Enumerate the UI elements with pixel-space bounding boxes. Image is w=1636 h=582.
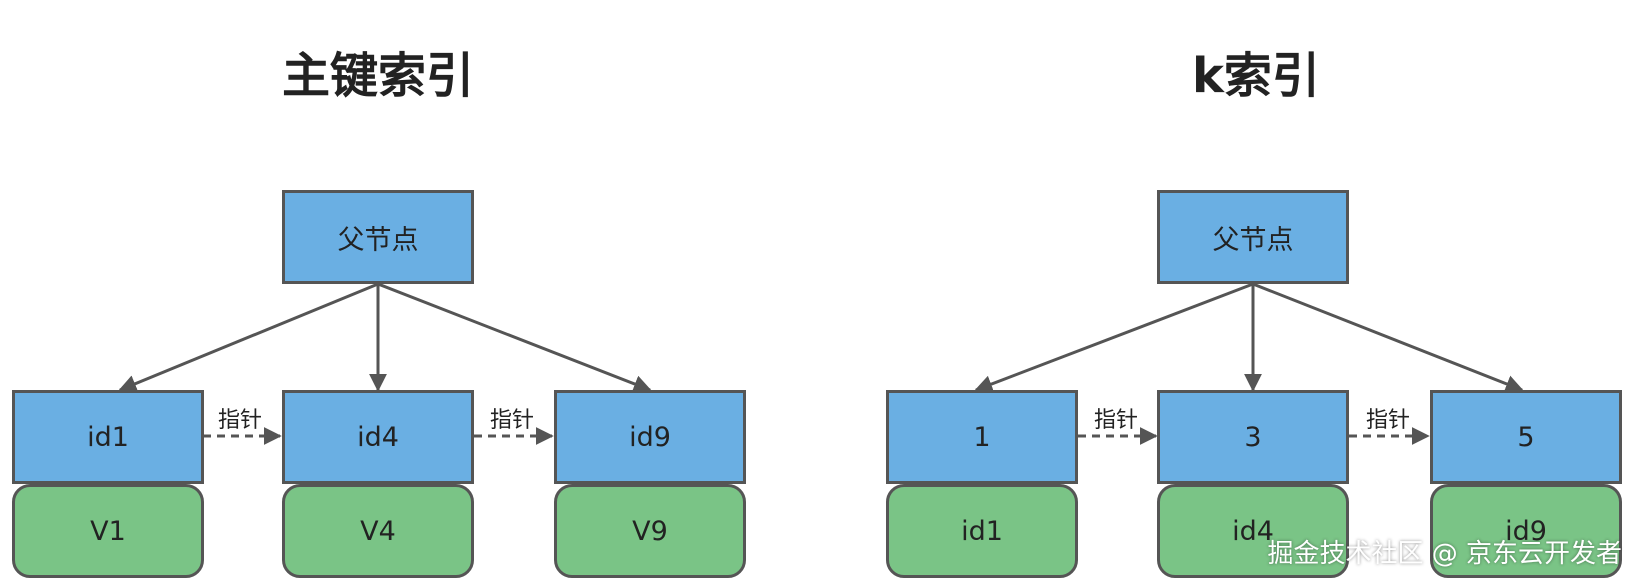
pointer-label: 指针 [1094, 408, 1139, 433]
left-value-node: V1 [12, 484, 204, 578]
left-edge-parent-to-leaf-3 [377, 282, 652, 393]
pointer-label: 指针 [218, 408, 263, 433]
left-leaf-node: id1 [12, 390, 204, 484]
right-edge-parent-to-leaf-3 [1252, 282, 1524, 393]
left-edge-parent-to-leaf-1 [118, 282, 379, 393]
right-leaf-node: 1 [886, 390, 1078, 484]
k-index-title: k索引 [1192, 48, 1320, 104]
right-parent-node: 父节点 [1157, 190, 1349, 284]
right-edge-parent-to-leaf-1 [974, 282, 1254, 393]
pointer-label: 指针 [490, 408, 535, 433]
left-parent-node: 父节点 [282, 190, 474, 284]
primary-key-index-title: 主键索引 [282, 48, 475, 104]
left-leaf-node: id4 [282, 390, 474, 484]
pointer-label: 指针 [1366, 408, 1411, 433]
right-value-node: id9 [1430, 484, 1622, 578]
watermark-text: 掘金技术社区 @ 京东云开发者 [1267, 539, 1622, 569]
left-value-node: V4 [282, 484, 474, 578]
right-value-node: id1 [886, 484, 1078, 578]
left-leaf-node: id9 [554, 390, 746, 484]
right-leaf-node: 5 [1430, 390, 1622, 484]
left-value-node: V9 [554, 484, 746, 578]
right-value-node: id4 [1157, 484, 1349, 578]
right-leaf-node: 3 [1157, 390, 1349, 484]
